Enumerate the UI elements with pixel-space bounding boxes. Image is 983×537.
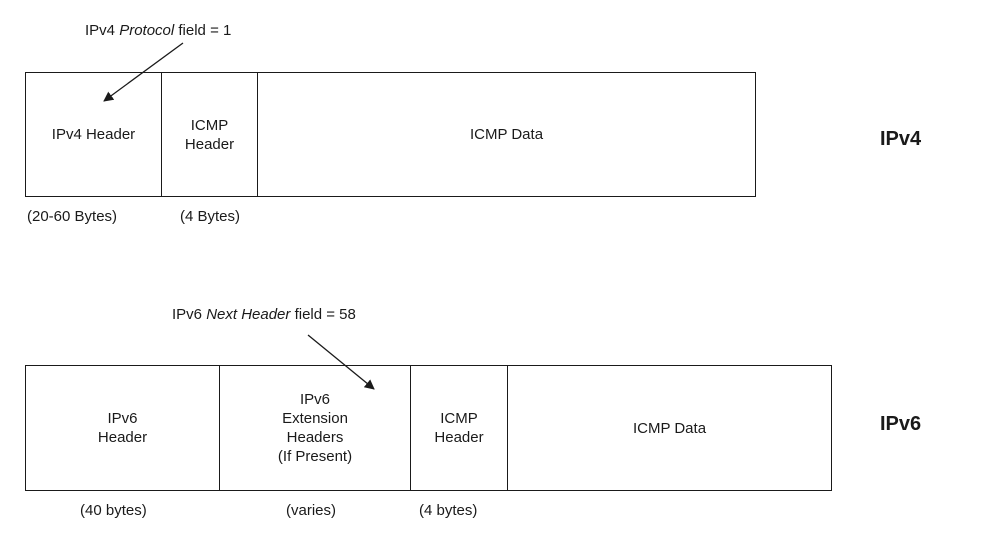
ipv6-version-label: IPv6 [880,413,922,435]
ipv6-extension-size: (varies) [286,502,337,519]
ipv6-extension-headers-cell: IPv6 Extension Headers (If Present) [219,366,410,490]
icmp-data-cell: ICMP Data [507,366,831,490]
annotation-field-name: Next Header [206,306,291,323]
ipv6-header-size: (40 bytes) [80,502,147,519]
ipv4-protocol-annotation: IPv4 Protocol field = 1 [85,22,231,39]
ipv6-next-header-annotation: IPv6 Next Header field = 58 [172,306,356,323]
annotation-field-name: Protocol [119,22,175,39]
ipv4-header-size: (20-60 Bytes) [27,208,118,225]
annotation-suffix: field = 58 [290,306,356,323]
icmp-data-cell: ICMP Data [257,73,755,196]
ipv6-icmp-header-size: (4 bytes) [419,502,478,519]
ipv4-arrow [103,42,184,102]
ipv6-header-cell: IPv6 Header [97,410,148,446]
annotation-prefix: IPv6 [172,306,207,323]
ipv6-arrow [307,334,375,390]
annotation-prefix: IPv4 [85,22,120,39]
icmp-header-cell: ICMP Header [410,366,507,490]
ipv4-version-label: IPv4 [880,128,922,150]
icmp-header-cell: ICMP Header [161,73,257,196]
ipv4-packet: IPv4 Header ICMP Header ICMP Data [25,72,756,197]
annotation-suffix: field = 1 [174,22,232,39]
ipv4-header-cell: IPv4 Header [51,126,136,143]
ipv6-packet: IPv6 Header IPv6 Extension Headers (If P… [25,365,832,491]
ipv4-icmp-header-size: (4 Bytes) [180,208,241,225]
